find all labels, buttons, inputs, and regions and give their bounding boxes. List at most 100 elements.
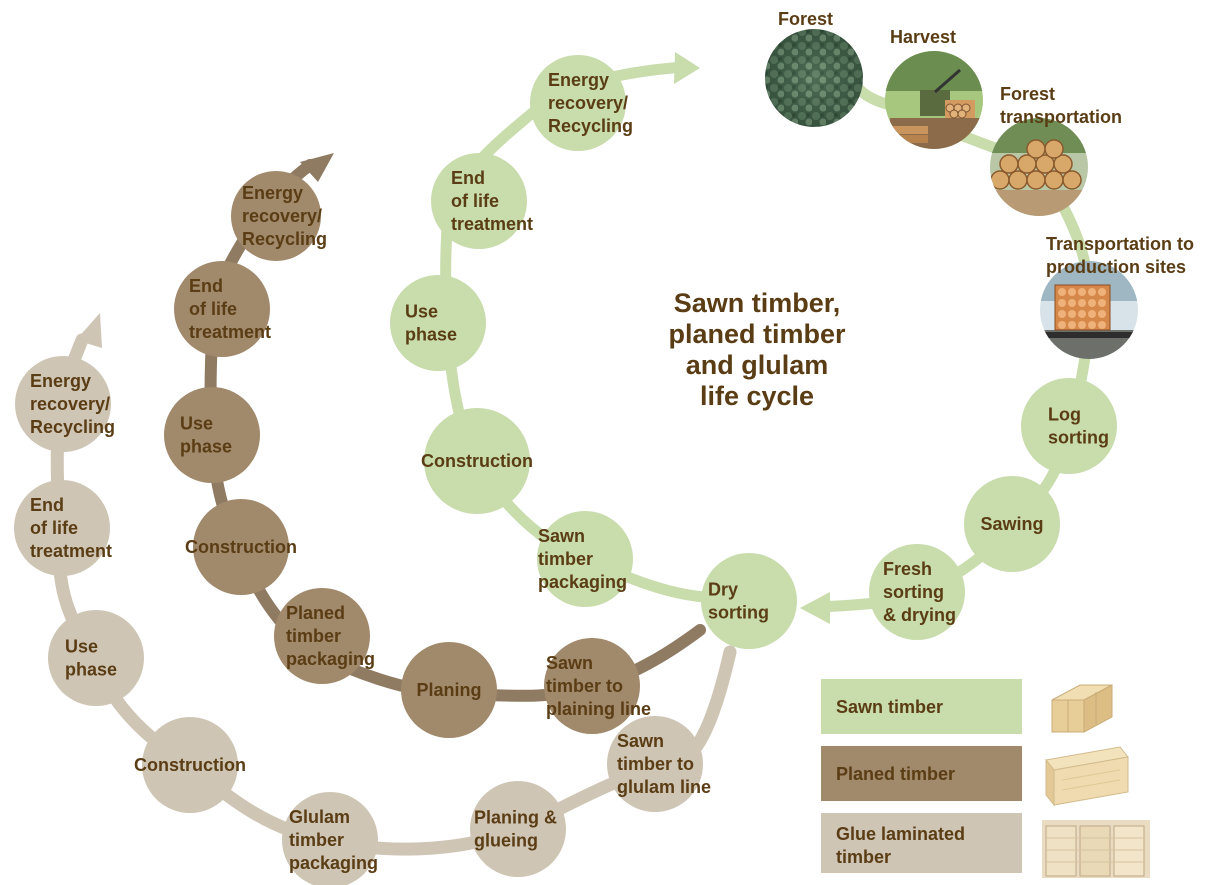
planed-node: Sawn timber to plaining line [544,638,651,734]
sawn-node-label: Construction [421,451,533,471]
glulam-node-label: glueing [474,831,538,851]
sawn-node-label: Recycling [548,116,633,136]
planed-arrowhead-icon [300,153,334,182]
glulam-node: Glulam timber packaging [282,792,378,885]
glulam-node-label: recovery/ [30,394,110,414]
planed-node-label: Use [180,414,213,434]
sawn-node-circle [390,275,486,371]
sawn-node-label: sorting [708,603,769,623]
sawn-node-label: Use [405,302,438,322]
sawn-node-label: Sawing [980,514,1043,534]
planed-node-label: treatment [189,322,271,342]
glulam-node-circle [48,610,144,706]
legend-label-sawn: Sawn timber [836,697,943,717]
sawn-node-label: Sawn [538,526,585,546]
planed-node-label: Sawn [546,653,593,673]
sawn-node-label: treatment [451,214,533,234]
glulam-node-label: Planing & [474,808,557,828]
planed-node-label: Energy [242,183,303,203]
photo-node-label: Transportation to [1046,234,1194,254]
planed-node-label: Construction [185,537,297,557]
legend-swatch-sawn [821,679,1022,734]
planed-node-label: timber [286,626,341,646]
sawn-node-label: timber [538,549,593,569]
glulam-node-label: End [30,495,64,515]
sawn-node: Construction [421,408,533,514]
sawn-node-label: Fresh [883,559,932,579]
sawn-node-label: End [451,168,485,188]
sawn-node-label: of life [451,191,499,211]
sawn-node-circle [869,544,965,640]
diagram-title: Sawn timber, planed timber and glulam li… [668,288,846,411]
title-line-2: planed timber [668,319,846,349]
glulam-node-label: Sawn [617,731,664,751]
sawn-node-circle [537,511,633,607]
planed-node-circle [193,499,289,595]
planed-node-label: End [189,276,223,296]
legend: Sawn timber Planed timber Glue laminated… [821,679,1150,878]
harvester-photo-icon [885,51,983,149]
sawn-node-label: Log [1048,405,1081,425]
glulam-node-label: glulam line [617,777,711,797]
planed-timber-icon [1045,746,1129,807]
glulam-node-label: of life [30,518,78,538]
planed-node-label: plaining line [546,699,651,719]
sawn-node: Sawn timber packaging [537,511,633,607]
glulam-node-circle [14,480,110,576]
sawn-node-circle [701,553,797,649]
planed-node-label: timber to [546,676,623,696]
glulam-node-label: Glulam [289,807,350,827]
title-line-1: Sawn timber, [674,288,841,318]
planed-node-circle [401,642,497,738]
sawn-arrowhead-icon [800,592,830,624]
timber-truck-photo-icon [1040,261,1138,359]
sawn-node-label: Dry [708,580,738,600]
sawn-node-circle [431,153,527,249]
sawn-node-label: Energy [548,70,609,90]
legend-label-glulam-line-2: timber [836,847,891,867]
sawn-node-label: sorting [1048,428,1109,448]
log-pile-photo-icon [990,118,1088,216]
glulam-node-label: Energy [30,371,91,391]
photo-node-label: Forest [1000,84,1055,104]
glulam-node-label: packaging [289,853,378,873]
glulam-node-label: Use [65,637,98,657]
glulam-node: Construction [134,717,246,813]
glulam-node: Planing & glueing [470,781,566,877]
planed-node: Construction [185,499,297,595]
title-line-4: life cycle [700,381,814,411]
glulam-timber-icon [1042,820,1150,878]
planed-node: End of life treatment [174,261,271,357]
planed-node-label: Planing [416,680,481,700]
sawn-node-circle [1021,378,1117,474]
photo-node-label: Forest [778,9,833,29]
glulam-arrowhead-icon [76,313,102,348]
planed-node-circle [164,387,260,483]
glulam-node-circle [607,716,703,812]
glulam-node-label: timber [289,830,344,850]
planed-node-label: of life [189,299,237,319]
title-line-3: and glulam [686,350,829,380]
legend-label-glulam-line-1: Glue laminated [836,824,965,844]
planed-node-circle [174,261,270,357]
photo-node-label: transportation [1000,107,1122,127]
legend-swatch-glulam [821,813,1022,873]
planed-node-label: Recycling [242,229,327,249]
sawn-node: Energy recovery/Recycling [530,55,633,151]
sawn-node-circle [964,476,1060,572]
sawn-node-label: packaging [538,572,627,592]
planed-node: Planing [401,642,497,738]
sawn-timber-icon [1051,684,1113,733]
planed-node-circle [544,638,640,734]
planed-node-circle [231,171,321,261]
sawn-node-circle [424,408,530,514]
glulam-node-circle [282,792,378,885]
sawn-node-label: sorting [883,582,944,602]
sawn-node-label: recovery/ [548,93,628,113]
